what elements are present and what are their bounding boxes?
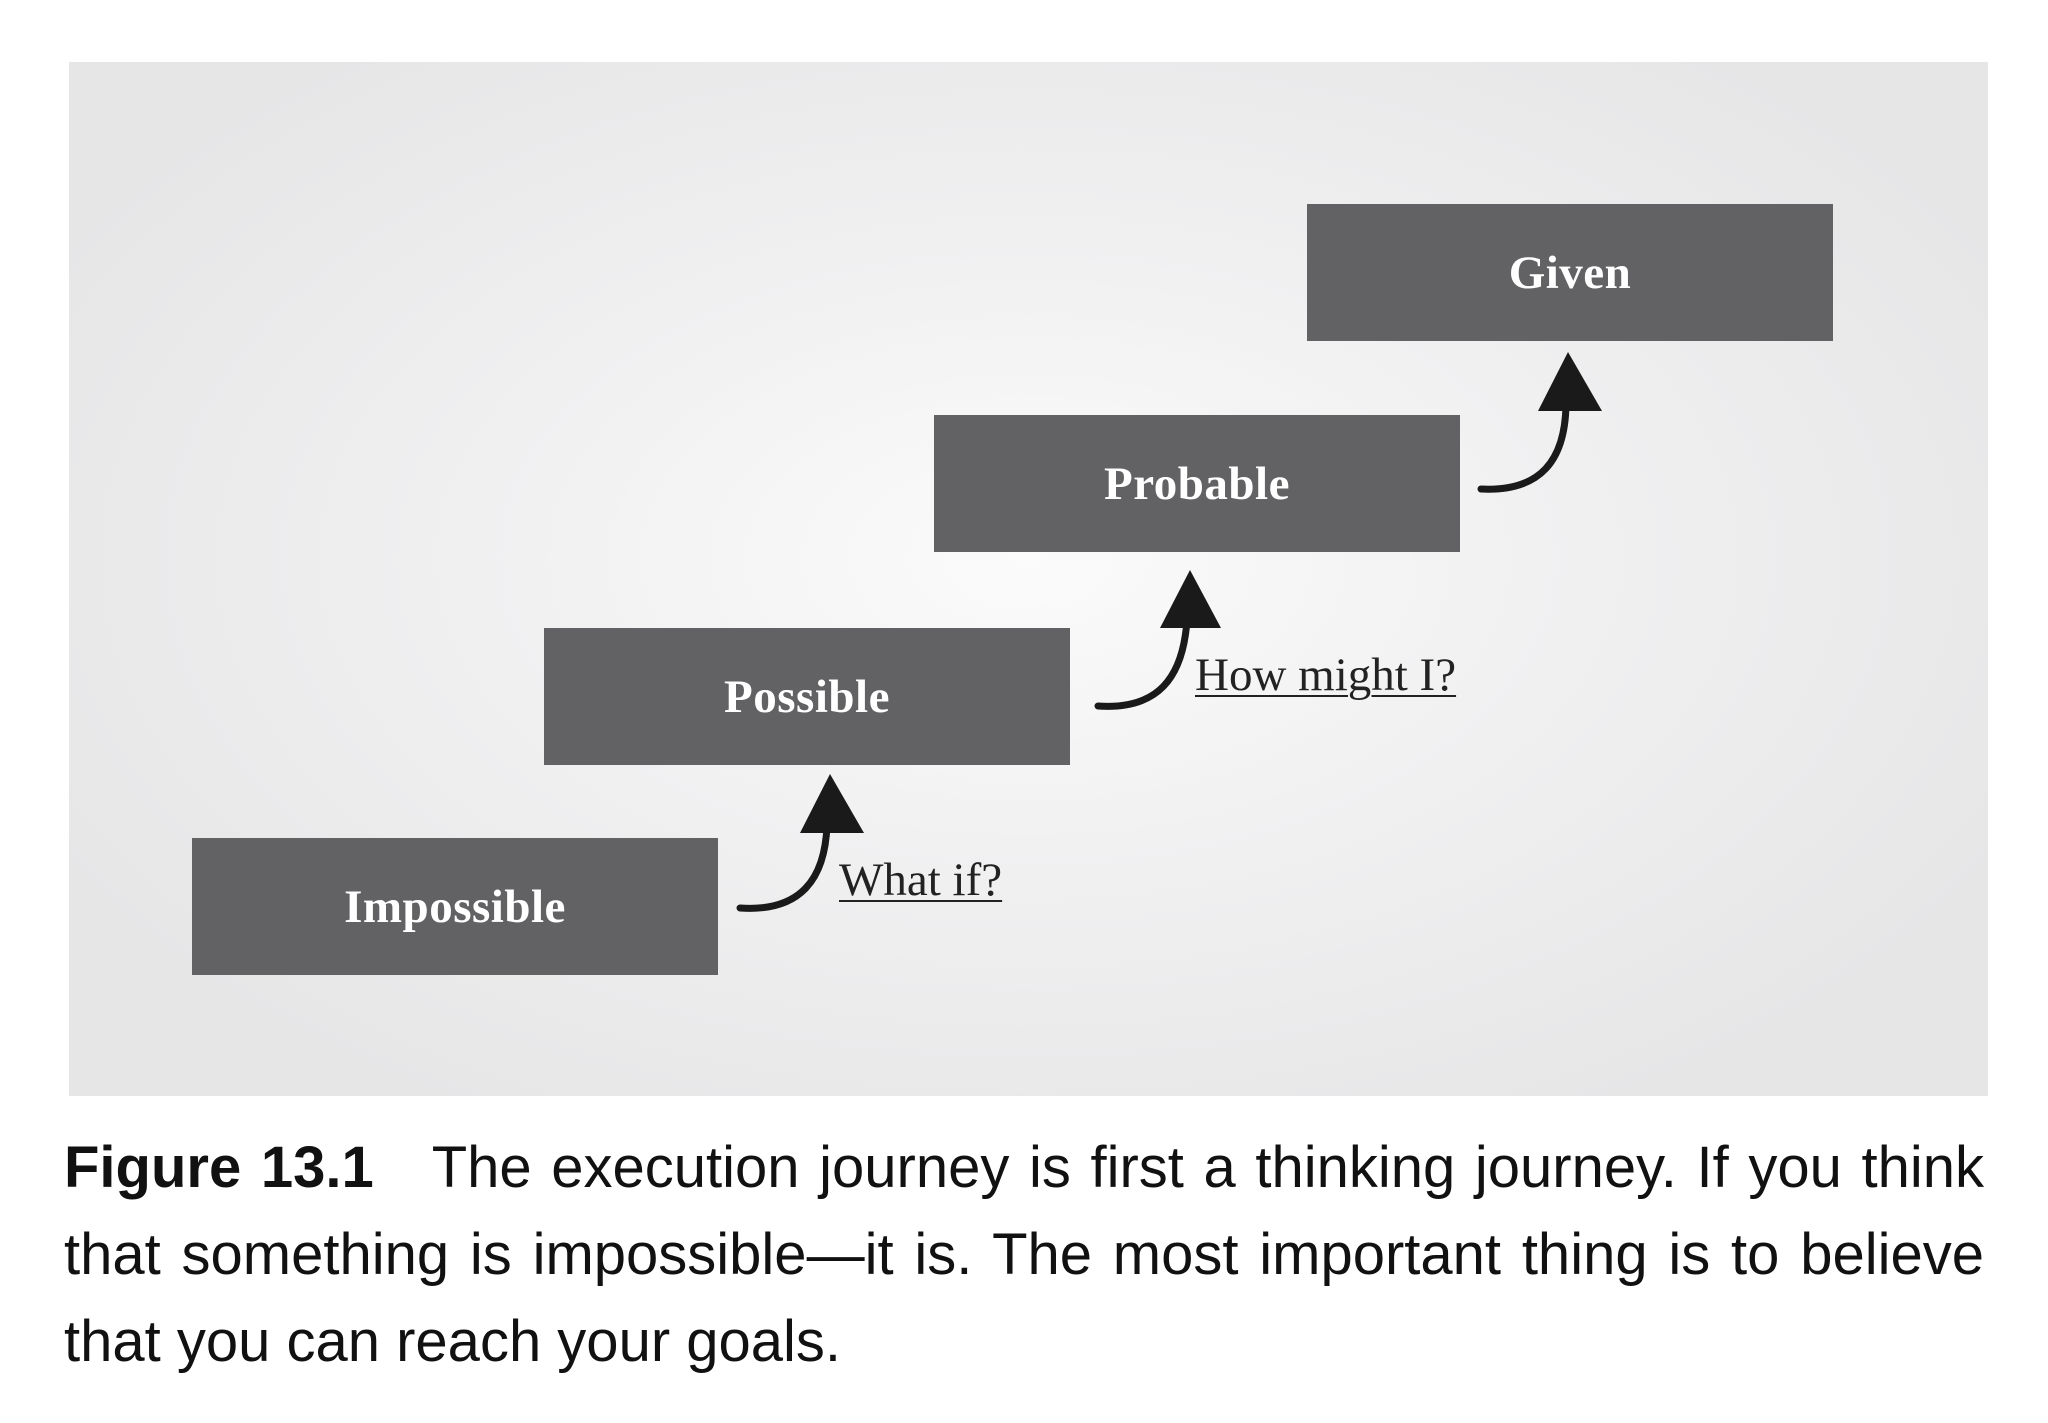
step-given: Given	[1307, 204, 1833, 341]
question-how-might-i: How might I?	[1195, 649, 1457, 701]
step-impossible: Impossible	[192, 838, 718, 975]
step-probable-label: Probable	[1104, 457, 1290, 510]
step-impossible-label: Impossible	[344, 880, 566, 933]
question-what-if: What if?	[839, 854, 1003, 906]
caption-label: Figure 13.1	[64, 1135, 374, 1200]
step-possible-label: Possible	[724, 670, 890, 723]
step-possible: Possible	[544, 628, 1070, 765]
step-probable: Probable	[934, 415, 1460, 552]
caption-text: The execution journey is first a thinkin…	[64, 1135, 1984, 1374]
step-given-label: Given	[1508, 246, 1632, 299]
